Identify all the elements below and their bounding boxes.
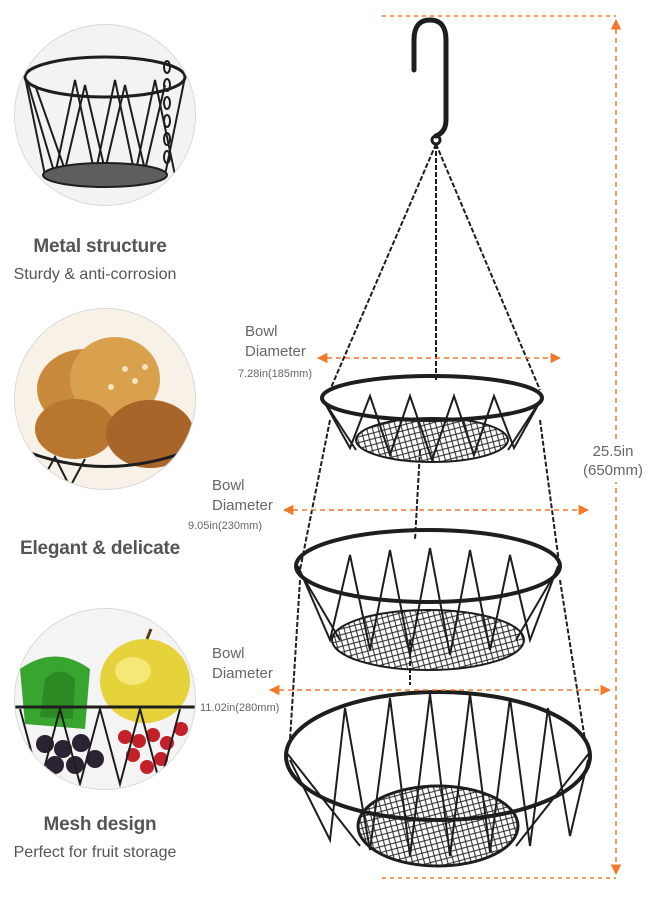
bottom-basket — [284, 690, 592, 868]
height-label: 25.5in (650mm) — [583, 440, 644, 482]
chains — [289, 143, 586, 741]
bowl-label-top-line2: Diameter — [245, 343, 306, 360]
middle-basket — [294, 528, 562, 671]
bowl-label-middle-line2: Diameter — [212, 497, 273, 514]
height-label-inches: 25.5in — [592, 443, 634, 460]
bowl-label-top-line1: Bowl — [245, 323, 278, 340]
feature-subtitle-metal: Sturdy & anti-corrosion — [13, 266, 177, 283]
bowl-label-bottom-line1: Bowl — [212, 645, 245, 662]
feature-subtitle-mesh: Perfect for fruit storage — [13, 844, 177, 861]
bowl-label-top: Bowl Diameter — [245, 322, 306, 362]
height-label-mm: (650mm) — [583, 462, 644, 479]
feature-title-metal: Metal structure — [33, 236, 167, 257]
elegant-bread-image — [14, 308, 196, 490]
bowl-label-middle-line1: Bowl — [212, 477, 245, 494]
mesh-fruit-image — [14, 608, 196, 790]
bowl-label-middle: Bowl Diameter — [212, 476, 273, 516]
bowl-value-middle: 9.05in(230mm) — [188, 520, 262, 532]
bowl-label-bottom: Bowl Diameter — [212, 644, 273, 684]
hook — [411, 17, 449, 146]
bowl-value-top: 7.28in(185mm) — [238, 368, 312, 380]
metal-structure-image — [14, 24, 196, 206]
feature-title-elegant: Elegant & delicate — [19, 538, 181, 559]
top-basket — [320, 374, 544, 464]
bowl-label-bottom-line2: Diameter — [212, 665, 273, 682]
feature-title-mesh: Mesh design — [43, 814, 157, 835]
bowl-value-bottom: 11.02in(280mm) — [200, 702, 280, 714]
